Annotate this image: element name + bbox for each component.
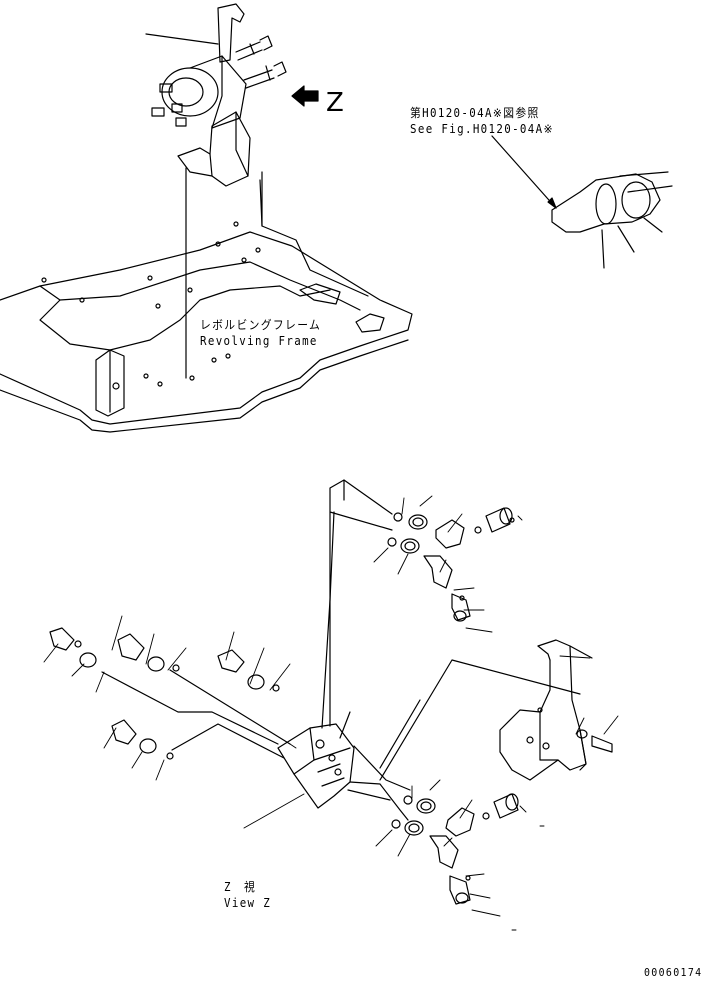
fitting-group-lower-right xyxy=(392,794,518,904)
revolving-frame xyxy=(0,180,412,432)
revolving-frame-label-jp: レボルビングフレーム xyxy=(200,318,322,332)
view-z-assembly xyxy=(44,480,618,930)
view-z-arrow xyxy=(292,86,318,106)
frame-holes xyxy=(42,222,260,386)
reference-label-jp: 第H0120-04A※図参照 xyxy=(410,106,540,120)
drawing-number: 00060174 xyxy=(644,966,703,979)
view-marker: Z xyxy=(326,88,344,118)
callout-leaders xyxy=(44,496,618,930)
fitting-group-left xyxy=(50,628,279,759)
top-valve-assembly xyxy=(146,4,286,378)
view-z-label-en: View Z xyxy=(224,896,272,910)
view-z-label-jp: Z 視 xyxy=(224,880,257,894)
revolving-frame-label-en: Revolving Frame xyxy=(200,334,318,348)
reference-detail xyxy=(492,136,672,268)
reference-label-en: See Fig.H0120-04A※ xyxy=(410,122,554,136)
fitting-group-upper-right xyxy=(388,508,514,621)
valve-ports xyxy=(152,36,286,126)
